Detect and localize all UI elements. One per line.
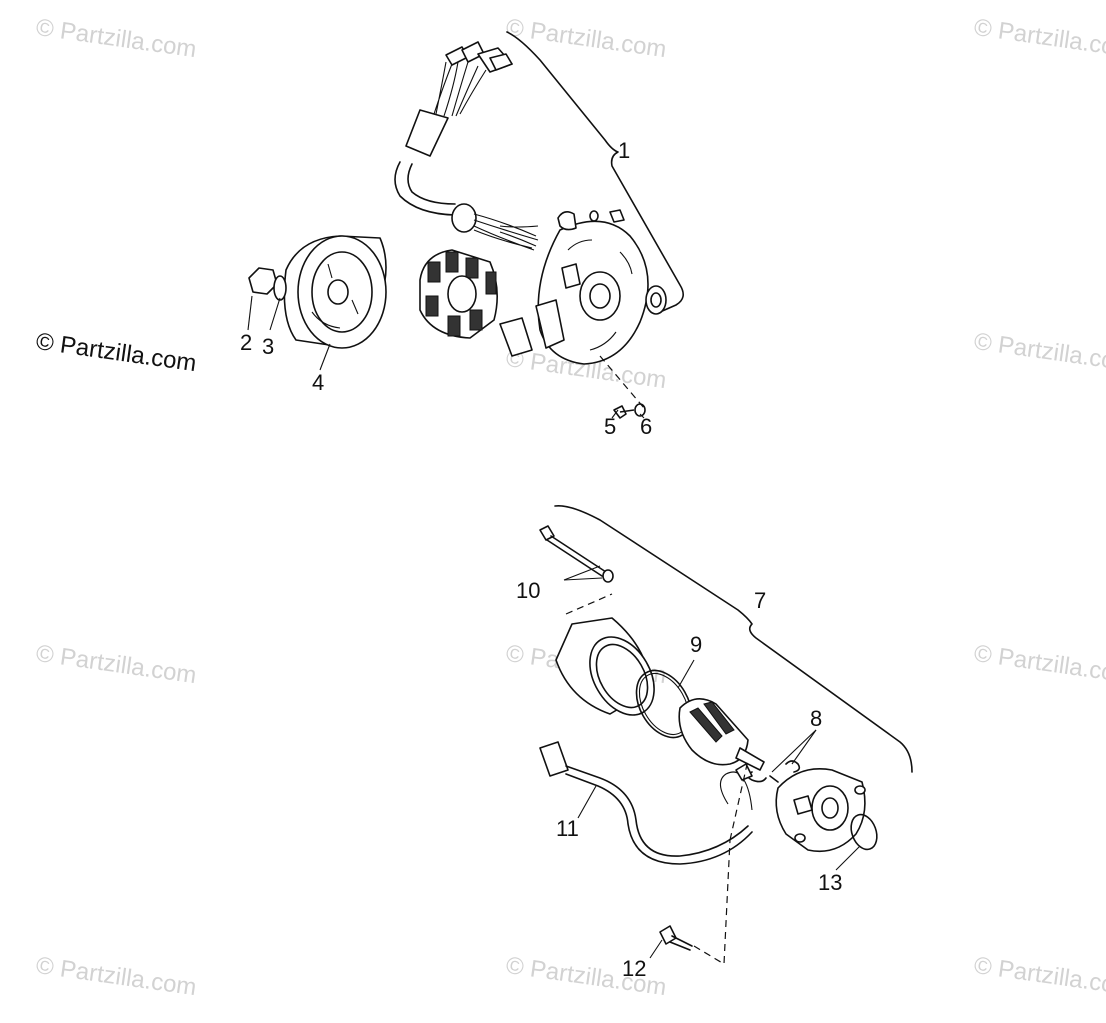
leader-lines-upper — [247, 295, 645, 419]
bracket-1 — [506, 31, 684, 313]
wire-harness-connectors — [405, 41, 513, 157]
oil-seal — [645, 285, 667, 315]
through-bolt — [539, 525, 614, 583]
callout-11: 11 — [556, 816, 579, 841]
bolt-dash-line — [565, 593, 613, 615]
screw-dash-line-lower — [693, 759, 749, 966]
leader-lines-lower — [563, 565, 861, 959]
callout-2: 2 — [240, 330, 252, 355]
starter-armature — [678, 698, 765, 771]
flywheel-washer — [273, 275, 287, 301]
stator-screw — [613, 405, 635, 419]
flywheel-nut — [248, 267, 278, 295]
callout-8: 8 — [810, 706, 822, 731]
starter-cable — [539, 741, 753, 865]
callout-4: 4 — [312, 370, 324, 395]
stator-cable — [394, 161, 456, 216]
callout-9: 9 — [690, 632, 702, 657]
brush-clip-b — [785, 760, 801, 773]
callout-1: 1 — [618, 138, 630, 163]
brush-clip-a — [747, 771, 779, 783]
starter-end-cover — [775, 768, 866, 853]
callout-10: 10 — [516, 578, 540, 603]
stator — [419, 249, 498, 339]
callout-12: 12 — [622, 956, 646, 981]
callout-5: 5 — [604, 414, 616, 439]
callout-13: 13 — [818, 870, 842, 895]
cable-grommet — [451, 203, 477, 233]
o-ring-9 — [635, 669, 693, 739]
starter-yoke — [555, 617, 655, 716]
cable-lead-wires — [473, 213, 539, 251]
stator-plate — [499, 220, 649, 365]
screw-dash-line — [599, 355, 645, 409]
terminal-screw — [659, 925, 693, 951]
callout-6: 6 — [640, 414, 652, 439]
o-ring-13 — [850, 813, 878, 851]
pickup-hardware — [557, 209, 625, 231]
callout-3: 3 — [262, 334, 274, 359]
flywheel-rotor — [283, 235, 387, 349]
bracket-7 — [554, 504, 913, 773]
callout-7: 7 — [754, 588, 766, 613]
